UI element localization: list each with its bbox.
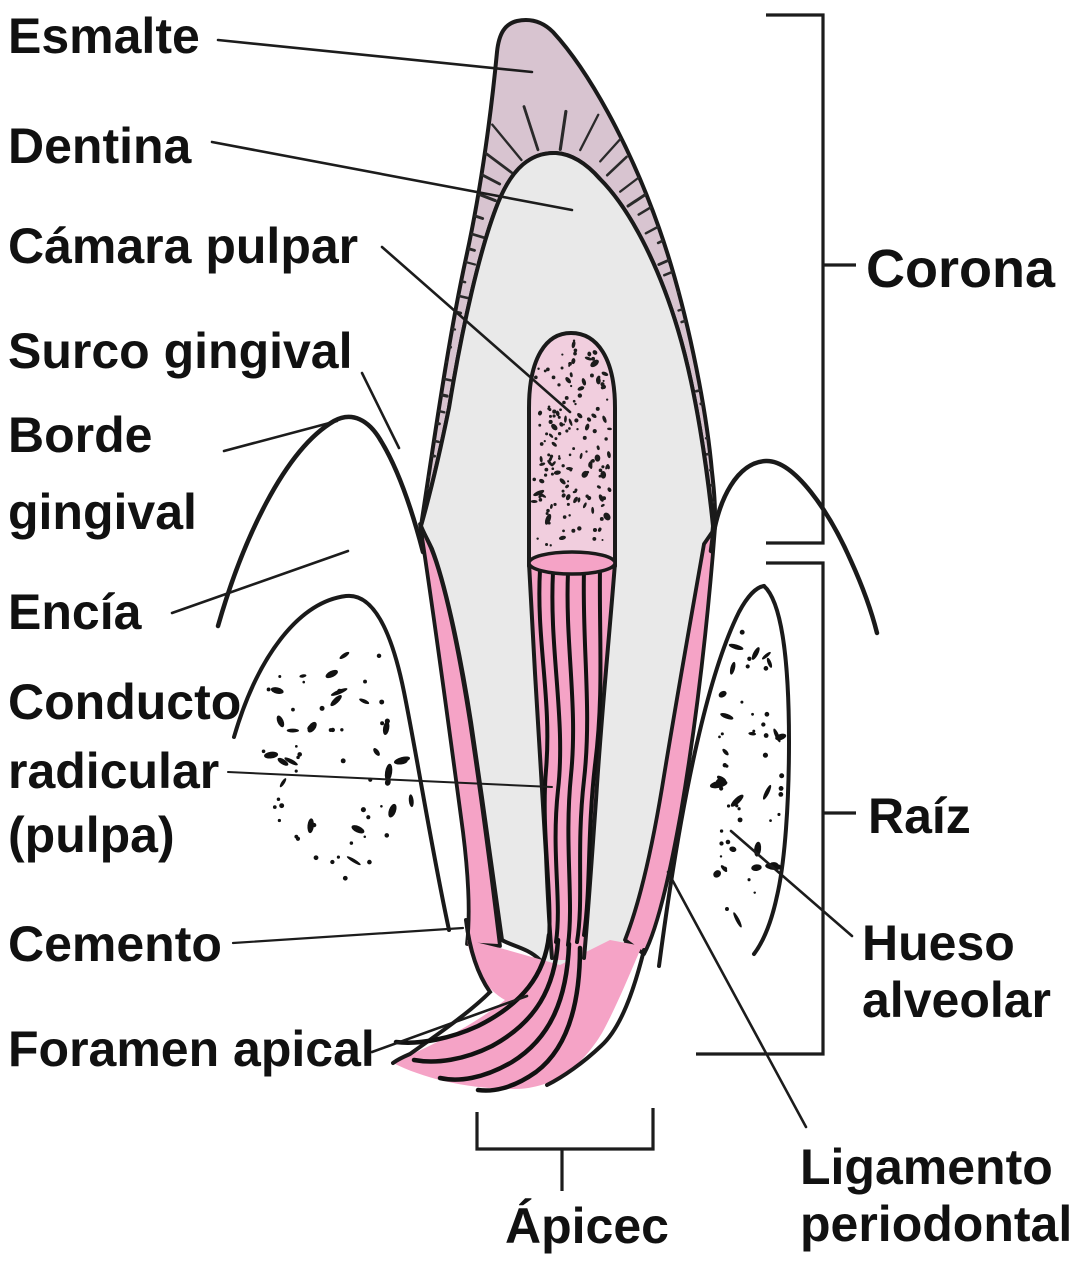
label-foramen-apical: Foramen apical (8, 1021, 375, 1077)
label-borde-gingival-line1: Borde (8, 407, 152, 463)
label-conducto-radicular-line2: radicular (8, 743, 219, 799)
label-borde-gingival-line2: gingival (8, 484, 197, 540)
brackets (475, 13, 856, 1191)
cementum-left-shape (418, 522, 502, 948)
label-dentina: Dentina (8, 118, 193, 174)
label-encia: Encía (8, 584, 143, 640)
pulp-chamber-stipple (530, 339, 612, 547)
apical-foramen-strands (393, 932, 583, 1093)
leader-lines (170, 38, 854, 1129)
leader-ligamento-periodontal (666, 870, 808, 1129)
pulp-chamber-shape (529, 333, 615, 563)
label-surco-gingival: Surco gingival (8, 323, 353, 379)
leader-esmalte (216, 38, 534, 74)
gum-left-outline (215, 414, 426, 629)
leader-surco-gingival (360, 371, 401, 450)
tooth-illustration (215, 18, 880, 1093)
bracket-apice (475, 1108, 655, 1151)
bone-speckles-right (709, 629, 787, 928)
label-hueso-alveolar-line1: Hueso (862, 915, 1015, 971)
label-cemento: Cemento (8, 916, 222, 972)
label-corona: Corona (866, 239, 1056, 299)
apex-outline-left (391, 918, 493, 1065)
label-raiz: Raíz (868, 788, 971, 844)
bone-left-outline (232, 593, 451, 932)
leader-conducto-radicular (227, 771, 553, 788)
bracket-raiz (696, 561, 825, 1056)
canal-nerve-strands (537, 566, 603, 947)
label-hueso-alveolar-line2: alveolar (862, 972, 1051, 1028)
gum-right-outline (708, 458, 880, 636)
apex-tissue-shape (393, 940, 642, 1089)
label-ligamento-periodontal-line1: Ligamento (800, 1139, 1053, 1195)
apex-outline-right (545, 948, 646, 1087)
label-apice: Ápicec (505, 1198, 669, 1254)
bone-right-outline-b (752, 584, 792, 956)
leader-foramen-apical (370, 994, 529, 1054)
labels: Esmalte Dentina Cámara pulpar Surco ging… (8, 8, 1072, 1254)
label-conducto-radicular-line3: (pulpa) (8, 807, 175, 863)
leader-borde-gingival (222, 419, 339, 453)
label-conducto-radicular-line1: Conducto (8, 674, 241, 730)
label-camara-pulpar: Cámara pulpar (8, 218, 358, 274)
pulp-chamber-floor-ellipse (527, 550, 617, 576)
bone-right-outline-a (657, 584, 766, 968)
leader-encia (170, 549, 350, 615)
leader-camara-pulpar (380, 245, 572, 414)
leader-cemento (231, 926, 465, 945)
bracket-corona (766, 13, 825, 545)
leader-dentina (210, 140, 574, 212)
bone-speckles-left (261, 651, 414, 881)
label-ligamento-periodontal-line2: periodontal (800, 1196, 1072, 1252)
label-esmalte: Esmalte (8, 8, 200, 64)
leader-hueso-alveolar (729, 829, 854, 938)
pulp-chamber-outline (527, 330, 617, 568)
